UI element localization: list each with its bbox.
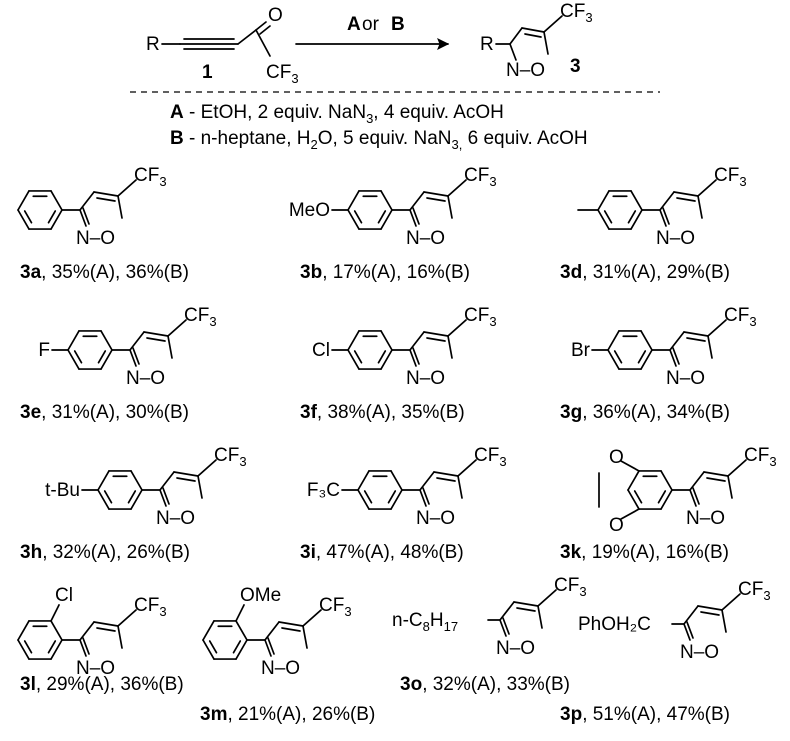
product-number: 3 <box>570 56 581 77</box>
reactant-1: R O CF3 1 <box>146 5 299 86</box>
compound-caption: 3p, 51%(A), 47%(B) <box>560 704 730 725</box>
substituent-label: t-Bu <box>45 480 80 501</box>
reaction-arrow: A or B <box>295 14 450 51</box>
reactant-number: 1 <box>202 62 213 83</box>
compound-yield: 3k, 19%(A), 16%(B) <box>560 542 729 563</box>
dioxane-o-bottom: O <box>609 515 624 536</box>
isoxazole-no-label: N–O <box>156 508 195 529</box>
substituent-label: Br <box>571 340 591 361</box>
isoxazole-no-label: N–O <box>416 508 455 529</box>
compound-yield: 3p, 51%(A), 47%(B) <box>560 704 730 725</box>
compound-caption: 3a, 35%(A), 36%(B) <box>20 262 189 283</box>
compound-caption: 3l, 29%(A), 36%(B) <box>20 674 184 695</box>
condition-b-line: B - n-heptane, H2O, 5 equiv. NaN3, 6 equ… <box>170 128 588 152</box>
substituent-label: F₃C <box>307 480 340 501</box>
isoxazole-no-label: N–O <box>496 638 535 659</box>
isoxazole-no-label: N–O <box>686 508 725 529</box>
condition-or-label: or <box>362 14 380 35</box>
product-r-label: R <box>480 34 494 55</box>
compound-caption: 3h, 32%(A), 26%(B) <box>20 542 190 563</box>
isoxazole-no-label: N–O <box>406 368 445 389</box>
product-no-label: N–O <box>506 60 545 81</box>
isoxazole-no-label: N–O <box>76 658 115 679</box>
compound-caption: 3e, 31%(A), 30%(B) <box>20 402 189 423</box>
compound-yield: 3h, 32%(A), 26%(B) <box>20 542 190 563</box>
substituent-label: PhOH₂C <box>578 614 651 635</box>
reactant-o-label: O <box>268 5 283 26</box>
substituent-label: OMe <box>240 585 281 606</box>
compound-caption: 3k, 19%(A), 16%(B) <box>560 542 729 563</box>
compound-yield: 3e, 31%(A), 30%(B) <box>20 402 189 423</box>
compound-caption: 3d, 31%(A), 29%(B) <box>560 262 730 283</box>
cf3-label: CF3 <box>744 445 777 469</box>
compound-yield: 3o, 32%(A), 33%(B) <box>400 674 570 695</box>
compound-yield: 3d, 31%(A), 29%(B) <box>560 262 730 283</box>
compound-caption: 3b, 17%(A), 16%(B) <box>300 262 470 283</box>
substituent-label: F <box>38 340 50 361</box>
isoxazole-no-label: N–O <box>261 658 300 679</box>
compound-caption: 3m, 21%(A), 26%(B) <box>200 704 375 725</box>
isoxazole-no-label: N–O <box>406 228 445 249</box>
product-3: R CF3 N–O 3 <box>480 1 593 81</box>
isoxazole-no-label: N–O <box>680 642 719 663</box>
cf3-label: CF3 <box>134 595 167 619</box>
compound-yield: 3b, 17%(A), 16%(B) <box>300 262 470 283</box>
cf3-label: CF3 <box>738 579 771 603</box>
condition-a-line: A - EtOH, 2 equiv. NaN3, 4 equiv. AcOH <box>170 102 504 126</box>
cf3-label: CF3 <box>319 595 352 619</box>
compound-caption: 3g, 36%(A), 34%(B) <box>560 402 730 423</box>
cf3-label: CF3 <box>464 165 497 189</box>
substituent-label: MeO <box>289 200 330 221</box>
compound-yield: 3f, 38%(A), 35%(B) <box>300 402 465 423</box>
cf3-label: CF3 <box>214 445 247 469</box>
cf3-label: CF3 <box>554 575 587 599</box>
compound-caption: 3i, 47%(A), 48%(B) <box>300 542 464 563</box>
cf3-label: CF3 <box>714 165 747 189</box>
substituent-label: Cl <box>55 585 73 606</box>
compound-yield: 3g, 36%(A), 34%(B) <box>560 402 730 423</box>
compound-yield: 3m, 21%(A), 26%(B) <box>200 704 375 725</box>
product-cf3-label: CF3 <box>560 1 593 25</box>
isoxazole-no-label: N–O <box>76 228 115 249</box>
cf3-label: CF3 <box>474 445 507 469</box>
cf3-label: CF3 <box>464 305 497 329</box>
cf3-label: CF3 <box>184 305 217 329</box>
reactant-cf3-label: CF3 <box>266 62 299 86</box>
compound-caption: 3f, 38%(A), 35%(B) <box>300 402 465 423</box>
condition-a-label: A <box>347 14 361 35</box>
substituent-label: n-C8H17 <box>392 610 458 634</box>
cf3-label: CF3 <box>134 165 167 189</box>
condition-b-label: B <box>391 14 405 35</box>
compound-caption: 3o, 32%(A), 33%(B) <box>400 674 570 695</box>
compound-yield: 3i, 47%(A), 48%(B) <box>300 542 464 563</box>
cf3-label: CF3 <box>724 305 757 329</box>
substituent-label: Cl <box>312 340 330 361</box>
reactant-r-label: R <box>146 34 160 55</box>
isoxazole-no-label: N–O <box>656 228 695 249</box>
compound-yield: 3a, 35%(A), 36%(B) <box>20 262 189 283</box>
isoxazole-no-label: N–O <box>666 368 705 389</box>
compound-yield: 3l, 29%(A), 36%(B) <box>20 674 184 695</box>
dioxane-o-top: O <box>609 447 624 468</box>
isoxazole-no-label: N–O <box>126 368 165 389</box>
